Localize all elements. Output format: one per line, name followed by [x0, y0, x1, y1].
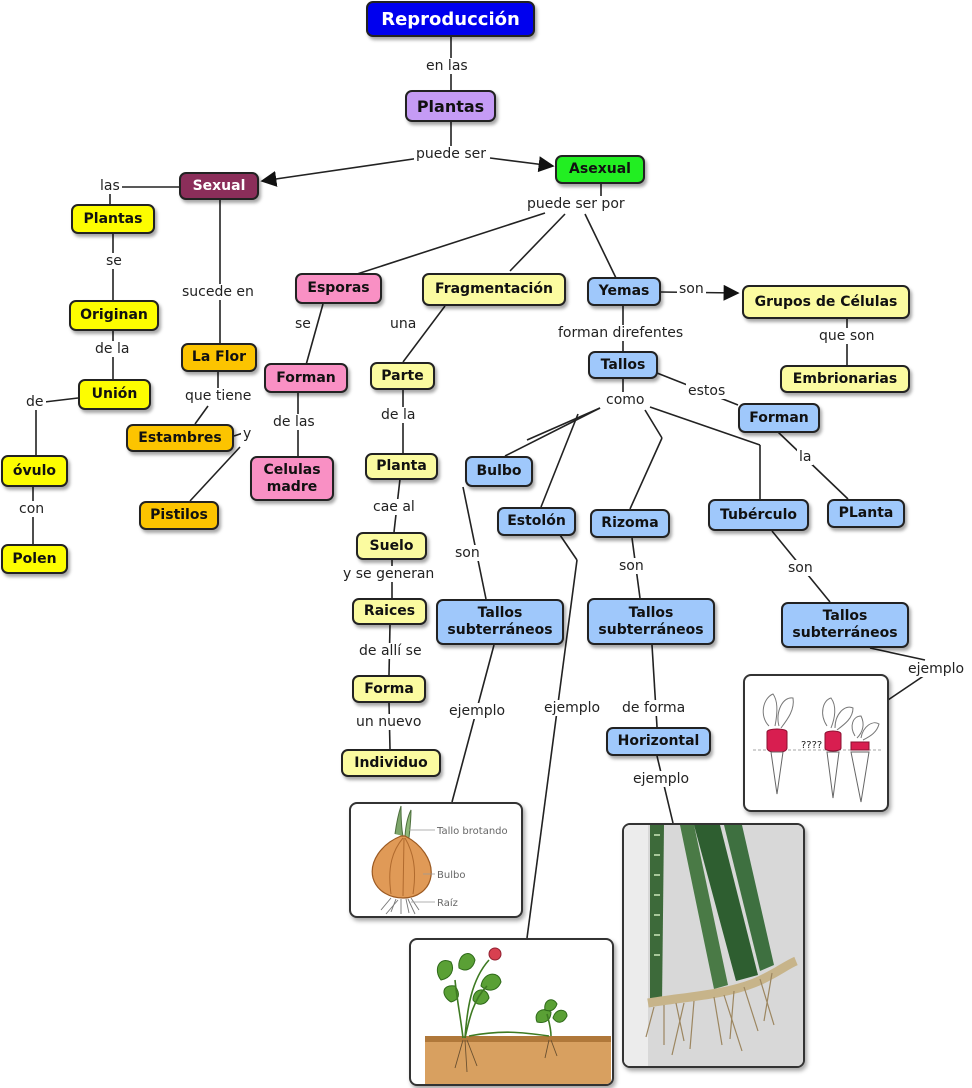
rhizome-image — [622, 823, 805, 1068]
node-celulas-madre[interactable]: Celulas madre — [250, 456, 334, 501]
node-esporas[interactable]: Esporas — [295, 273, 382, 304]
link-de: de — [24, 394, 46, 410]
onion-label-bulb: Bulbo — [437, 870, 465, 881]
node-reproduccion[interactable]: Reproducción — [366, 1, 535, 37]
link-de-la-1: de la — [93, 341, 132, 357]
link-la: la — [797, 449, 814, 465]
node-estolon[interactable]: Estolón — [497, 507, 576, 536]
link-de-la-2: de la — [379, 407, 418, 423]
link-que-tiene: que tiene — [183, 388, 254, 404]
node-embrionarias[interactable]: Embrionarias — [780, 365, 910, 393]
link-son-yemas: son — [677, 281, 706, 297]
rhizome-photo — [624, 825, 803, 1066]
link-con: con — [17, 501, 47, 517]
node-la-flor[interactable]: La Flor — [181, 343, 257, 372]
node-horizontal[interactable]: Horizontal — [606, 727, 711, 756]
link-son-tuberculo: son — [786, 560, 815, 576]
link-puede-ser: puede ser — [414, 146, 488, 162]
beet-illustration: ???? — [753, 693, 881, 803]
node-planta-frag[interactable]: Planta — [365, 453, 438, 480]
onion-label-stem: Tallo brotando — [436, 826, 508, 837]
link-y: y — [241, 426, 254, 442]
node-originan[interactable]: Originan — [69, 300, 159, 331]
link-ejemplo-horizontal: ejemplo — [631, 771, 692, 787]
link-una: una — [388, 316, 419, 332]
link-ejemplo-estolon: ejemplo — [542, 700, 603, 716]
onion-label-root: Raíz — [437, 897, 458, 909]
link-en-las: en las — [424, 58, 470, 74]
node-sexual[interactable]: Sexual — [179, 172, 259, 200]
stolon-image — [409, 938, 614, 1086]
node-plantas-left[interactable]: Plantas — [71, 204, 155, 234]
node-union[interactable]: Unión — [78, 379, 151, 410]
node-tallos-subterraneos-3[interactable]: Tallos subterráneos — [781, 602, 909, 648]
node-tallos-subterraneos-1[interactable]: Tallos subterráneos — [436, 599, 564, 645]
link-sucede-en: sucede en — [180, 284, 256, 300]
node-polen[interactable]: Polen — [1, 544, 68, 574]
node-forman-pink[interactable]: Forman — [264, 363, 348, 393]
node-estambres[interactable]: Estambres — [126, 424, 234, 452]
node-planta-blue[interactable]: PLanta — [827, 499, 905, 528]
link-de-las: de las — [271, 414, 317, 430]
link-estos: estos — [686, 383, 728, 399]
link-forman-direfentes: forman direfentes — [556, 325, 686, 341]
link-ejemplo-bulbo: ejemplo — [447, 703, 508, 719]
node-pistilos[interactable]: Pistilos — [139, 501, 219, 530]
node-forman-blue[interactable]: Forman — [738, 403, 820, 433]
strawberry-illustration — [425, 947, 611, 1084]
link-ejemplo-tuberculo: ejemplo — [906, 661, 967, 677]
node-bulbo[interactable]: Bulbo — [465, 456, 533, 487]
link-las: las — [98, 178, 122, 194]
link-cae-al: cae al — [371, 499, 417, 515]
link-se-1: se — [104, 253, 124, 269]
link-un-nuevo: un nuevo — [354, 714, 424, 730]
node-yemas[interactable]: Yemas — [587, 277, 661, 306]
node-forma[interactable]: Forma — [352, 675, 426, 703]
node-tuberculo[interactable]: Tubérculo — [708, 499, 809, 531]
node-grupos-celulas[interactable]: Grupos de Células — [742, 285, 910, 319]
link-se-2: se — [293, 316, 313, 332]
onion-illustration: Tallo brotando Bulbo Raíz — [371, 805, 508, 915]
link-de-forma: de forma — [620, 700, 688, 716]
link-que-son: que son — [817, 328, 877, 344]
link-son-bulbo: son — [453, 545, 482, 561]
bulb-image: Tallo brotando Bulbo Raíz — [349, 802, 523, 918]
tuber-image: ???? — [743, 674, 889, 812]
node-plantas-top[interactable]: Plantas — [405, 90, 496, 122]
node-ovulo[interactable]: óvulo — [1, 455, 68, 487]
beet-question-label: ???? — [801, 740, 822, 751]
node-individuo[interactable]: Individuo — [341, 749, 441, 777]
node-raices[interactable]: Raices — [352, 598, 427, 625]
link-son-rizoma: son — [617, 558, 646, 574]
node-suelo[interactable]: Suelo — [356, 532, 427, 560]
link-puede-ser-por: puede ser por — [525, 196, 627, 212]
node-rizoma[interactable]: Rizoma — [590, 509, 670, 538]
node-tallos-subterraneos-2[interactable]: Tallos subterráneos — [587, 598, 715, 645]
link-y-se-generan: y se generan — [341, 566, 437, 582]
node-parte[interactable]: Parte — [370, 362, 435, 390]
node-asexual[interactable]: Asexual — [555, 155, 645, 184]
node-tallos[interactable]: Tallos — [588, 351, 658, 379]
link-como: como — [604, 392, 647, 408]
link-de-alli-se: de allí se — [357, 643, 424, 659]
node-fragmentacion[interactable]: Fragmentación — [422, 273, 566, 306]
